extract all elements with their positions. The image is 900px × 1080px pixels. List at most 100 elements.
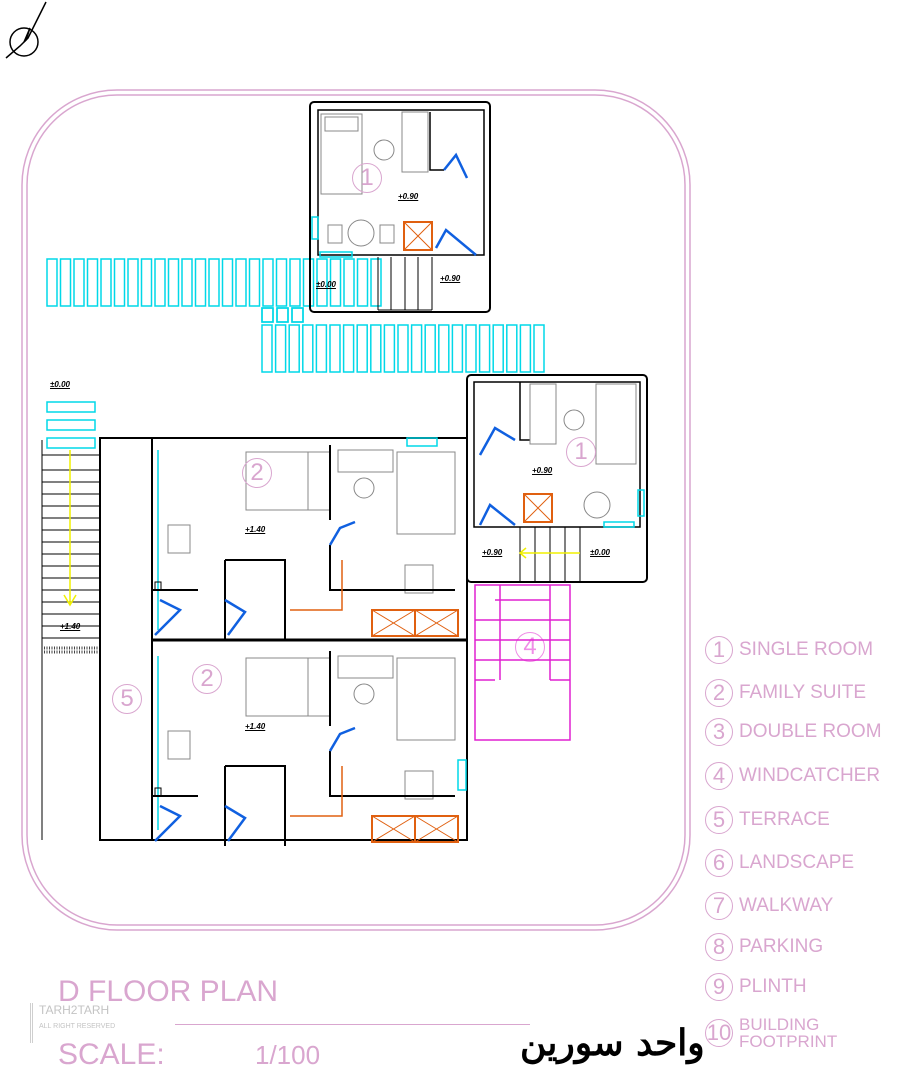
walkway-tile [194, 258, 207, 307]
walkway-tile [262, 258, 274, 307]
walkway-tile [100, 258, 112, 307]
walkway-tile [235, 258, 247, 307]
elevation-label: ±0.00 [50, 380, 70, 389]
elevation-label: +1.40 [60, 622, 81, 631]
walkway-tile [127, 258, 139, 307]
family-suites [99, 437, 468, 846]
legend-item: 3 DOUBLE ROOM [705, 718, 882, 746]
walkway-tile [410, 324, 423, 373]
legend-label: FAMILY SUITE [739, 682, 867, 703]
walkway-tile [248, 258, 261, 307]
walkway-tile [181, 258, 193, 307]
walkway-tile [343, 258, 355, 307]
room-number-marker: 1 [566, 437, 596, 467]
scale-value: 1/100 [255, 1040, 321, 1070]
legend-label: LANDSCAPE [739, 852, 855, 873]
walkway-tile [316, 258, 328, 307]
legend-label: TERRACE [739, 809, 830, 830]
walkway-tile [356, 324, 368, 373]
legend-item: 4 WINDCATCHER [705, 762, 880, 790]
walkway-tile [533, 324, 545, 373]
legend-label: DOUBLE ROOM [739, 721, 882, 742]
walkway-tile [370, 324, 382, 373]
walkway-tile [302, 324, 314, 373]
elevation-label: +0.90 [532, 466, 553, 475]
legend-number-marker: 3 [705, 718, 733, 746]
walkway-tile [46, 258, 58, 307]
walkway-tile [113, 258, 126, 307]
legend-item: 9 PLINTH [705, 973, 807, 1001]
walkway-tile [383, 324, 396, 373]
walkway-tile [465, 324, 477, 373]
room-number-marker: 2 [242, 458, 272, 488]
walkway-tile [276, 307, 289, 323]
legend-number-marker: 2 [705, 679, 733, 707]
walkway-tile [59, 258, 72, 307]
walkway-tile [140, 258, 153, 307]
walkway-tile [261, 307, 274, 323]
walkway-tile [261, 307, 274, 323]
walkway-tile [289, 258, 301, 307]
legend-number-marker: 9 [705, 973, 733, 1001]
walkway-tile [274, 324, 287, 373]
walkway-tile [302, 258, 315, 307]
plan-title: D FLOOR PLAN [58, 975, 279, 1008]
walkway-tile [329, 258, 342, 307]
unit-top-single-room [309, 101, 491, 313]
north-arrow-icon [5, 1, 47, 59]
elevation-label: ±0.00 [316, 280, 336, 289]
title-underline [175, 1024, 530, 1025]
walkway-tile [154, 258, 166, 307]
legend-number-marker: 1 [705, 636, 733, 664]
walkway-tile [424, 324, 436, 373]
legend-label: PARKING [739, 936, 824, 957]
walkway-tile [397, 324, 409, 373]
legend-item: 2 FAMILY SUITE [705, 679, 866, 707]
walkway-tile [208, 258, 220, 307]
elevation-label: +1.40 [245, 722, 266, 731]
legend-label: SINGLE ROOM [739, 639, 874, 660]
legend-item: 1 SINGLE ROOM [705, 636, 873, 664]
walkway-tiles [46, 258, 545, 373]
walkway-tile [438, 324, 450, 373]
walkway-tile [288, 324, 300, 373]
legend-number-marker: 5 [705, 806, 733, 834]
walkway-tile [86, 258, 99, 307]
legend-label: WINDCATCHER [739, 765, 881, 786]
legend-number-marker: 7 [705, 892, 733, 920]
persian-title: واحد سورین [520, 1022, 705, 1064]
walkway-tile [506, 324, 518, 373]
legend-item: 8 PARKING [705, 933, 823, 961]
walkway-tile [291, 307, 304, 323]
walkway-tile [73, 258, 85, 307]
walkway-tile [329, 324, 341, 373]
room-number-marker: 1 [352, 163, 382, 193]
walkway-tile [275, 258, 288, 307]
walkway-tile [451, 324, 464, 373]
elevation-label: ±0.00 [590, 548, 610, 557]
scale-label: SCALE: [58, 1038, 165, 1071]
site-boundary [21, 89, 691, 931]
walkway-tile [291, 307, 304, 323]
walkway-tile [167, 258, 180, 307]
walkway-tile [315, 324, 328, 373]
room-number-marker: 2 [192, 664, 222, 694]
walkway-tile [261, 324, 273, 373]
legend-label: BUILDING FOOTPRINT [739, 1015, 838, 1051]
windcatcher [474, 584, 571, 741]
elevation-label: +0.90 [440, 274, 461, 283]
legend-label: PLINTH [739, 976, 807, 997]
room-number-marker: 5 [112, 684, 142, 714]
legend-number-marker: 4 [705, 762, 733, 790]
legend-number-marker: 10 [705, 1019, 733, 1047]
elevation-label: +0.90 [398, 192, 419, 201]
legend-number-marker: 8 [705, 933, 733, 961]
left-stair [41, 401, 101, 840]
walkway-tile [342, 324, 355, 373]
elevation-label: +1.40 [245, 525, 266, 534]
